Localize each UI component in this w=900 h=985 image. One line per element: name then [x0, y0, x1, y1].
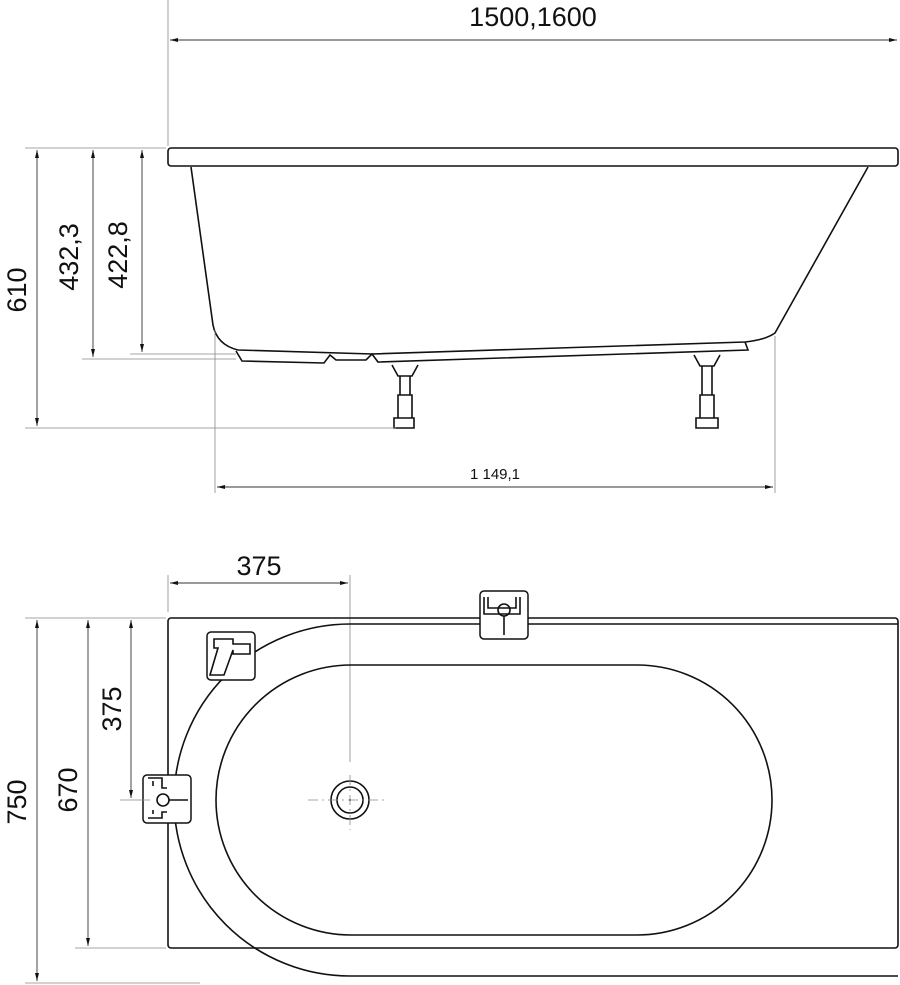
inner-width-label: 670 [53, 767, 83, 812]
mixer-valve-icon [479, 590, 529, 640]
height-total-label: 610 [2, 267, 32, 312]
foot-right [693, 354, 721, 429]
width-total-label: 750 [2, 779, 32, 824]
tub-body [190, 166, 869, 355]
drain-offset-x-label: 375 [236, 551, 281, 581]
basin-outline [215, 664, 773, 936]
length-label: 1500,1600 [469, 2, 597, 32]
mixer-valve-icon [142, 774, 192, 824]
feet-span-label: 1 149,1 [470, 466, 520, 483]
depth-1-label: 432,3 [54, 223, 84, 291]
side-view: 1500,1600 610 432,3 422,8 1 149,1 [2, 0, 899, 493]
faucet-icon [206, 631, 256, 681]
tub-outline [167, 617, 899, 949]
foot-left [391, 364, 419, 429]
drain [308, 775, 385, 830]
drain-offset-y-label: 375 [97, 686, 127, 731]
tub-bottom-detail [235, 341, 750, 364]
depth-2-label: 422,8 [103, 221, 133, 289]
tub-rim [167, 147, 899, 167]
shell-outline [173, 623, 898, 977]
top-view: 375 [2, 551, 899, 984]
